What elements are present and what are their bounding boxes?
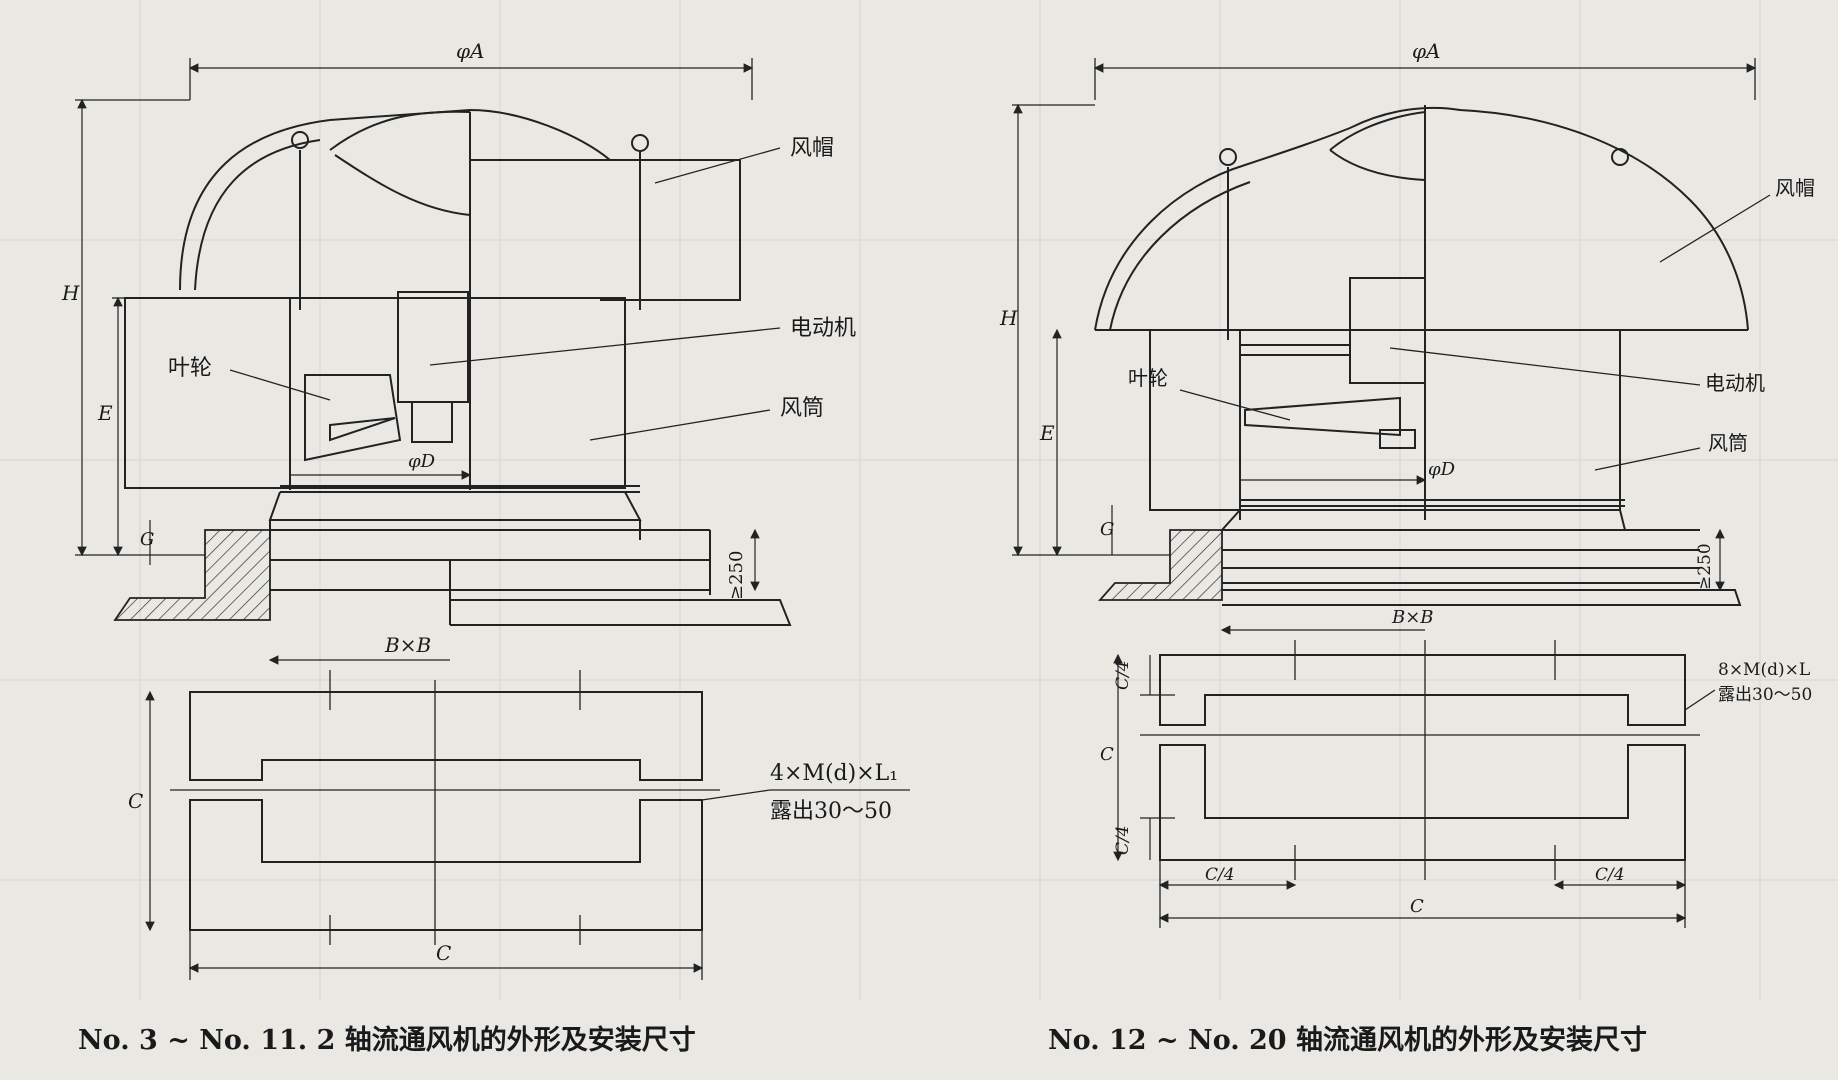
left-fan-plan: C C 4×M(d)×L₁ 露出30～50 <box>128 670 910 980</box>
right-duct <box>1149 329 1621 511</box>
right-label-duct: 风筒 <box>1708 431 1748 455</box>
right-base-hatch <box>1098 529 1223 601</box>
right-dim-phiA: φA <box>1412 39 1440 63</box>
right-fan-elevation: φA H E <box>999 39 1815 635</box>
left-bolt-spec-2: 露出30～50 <box>770 799 892 824</box>
right-dim-G: G <box>1100 519 1114 540</box>
right-motor <box>1349 277 1426 384</box>
left-label-motor: 电动机 <box>790 316 856 341</box>
right-bolt-spec-1: 8×M(d)×L <box>1718 660 1810 680</box>
right-label-motor: 电动机 <box>1705 371 1765 395</box>
right-label-impeller: 叶轮 <box>1128 366 1168 390</box>
left-base-hatch <box>113 529 271 621</box>
right-dim-H: H <box>999 306 1018 330</box>
left-bolt-spec-1: 4×M(d)×L₁ <box>770 761 898 786</box>
left-impeller <box>304 374 402 462</box>
right-dim-BxB: B×B <box>1391 607 1434 628</box>
left-plan-dim-C-vert: C <box>128 789 143 813</box>
left-fan-elevation: φA <box>61 39 856 665</box>
left-label-hood: 风帽 <box>790 136 834 161</box>
left-dim-phiD: φD <box>408 451 436 472</box>
left-duct <box>124 297 626 489</box>
left-dim-E: E <box>97 401 113 425</box>
left-label-duct: 风筒 <box>780 396 824 421</box>
left-figure-caption: No. 3 ~ No. 11. 2 轴流通风机的外形及安装尺寸 <box>78 1025 696 1056</box>
right-plan-dim-C4-top: C/4 <box>1113 660 1133 690</box>
right-plan-dim-C4-right: C/4 <box>1595 865 1625 885</box>
left-dim-G: G <box>140 529 154 550</box>
left-dim-H: H <box>61 281 80 305</box>
left-motor <box>397 291 469 403</box>
right-plan-dim-C-horiz: C <box>1410 896 1424 917</box>
right-bolt-spec-2: 露出30～50 <box>1718 685 1812 705</box>
right-label-hood: 风帽 <box>1775 176 1815 200</box>
left-plan-dim-C-horiz: C <box>436 941 451 965</box>
right-plan-dim-C4-bottom: C/4 <box>1113 825 1133 855</box>
left-dim-250: ≥250 <box>726 551 747 600</box>
right-plan-dim-C4-left: C/4 <box>1205 865 1235 885</box>
right-hood <box>1094 106 1749 331</box>
left-label-impeller: 叶轮 <box>168 356 212 381</box>
right-figure-caption: No. 12 ~ No. 20 轴流通风机的外形及安装尺寸 <box>1048 1025 1647 1056</box>
left-dim-BxB: B×B <box>384 633 431 657</box>
right-dim-250: ≥250 <box>1695 543 1715 590</box>
left-dim-phiA: φA <box>456 39 484 63</box>
left-hood <box>179 108 741 301</box>
right-dim-E: E <box>1039 421 1055 445</box>
right-plan-dim-C-vert: C <box>1100 744 1114 765</box>
right-impeller <box>1244 396 1401 437</box>
right-fan-plan: C/4 C C/4 C/4 C/4 C 8×M(d)×L 露出30～50 <box>1100 640 1812 928</box>
right-dim-phiD: φD <box>1428 459 1456 480</box>
